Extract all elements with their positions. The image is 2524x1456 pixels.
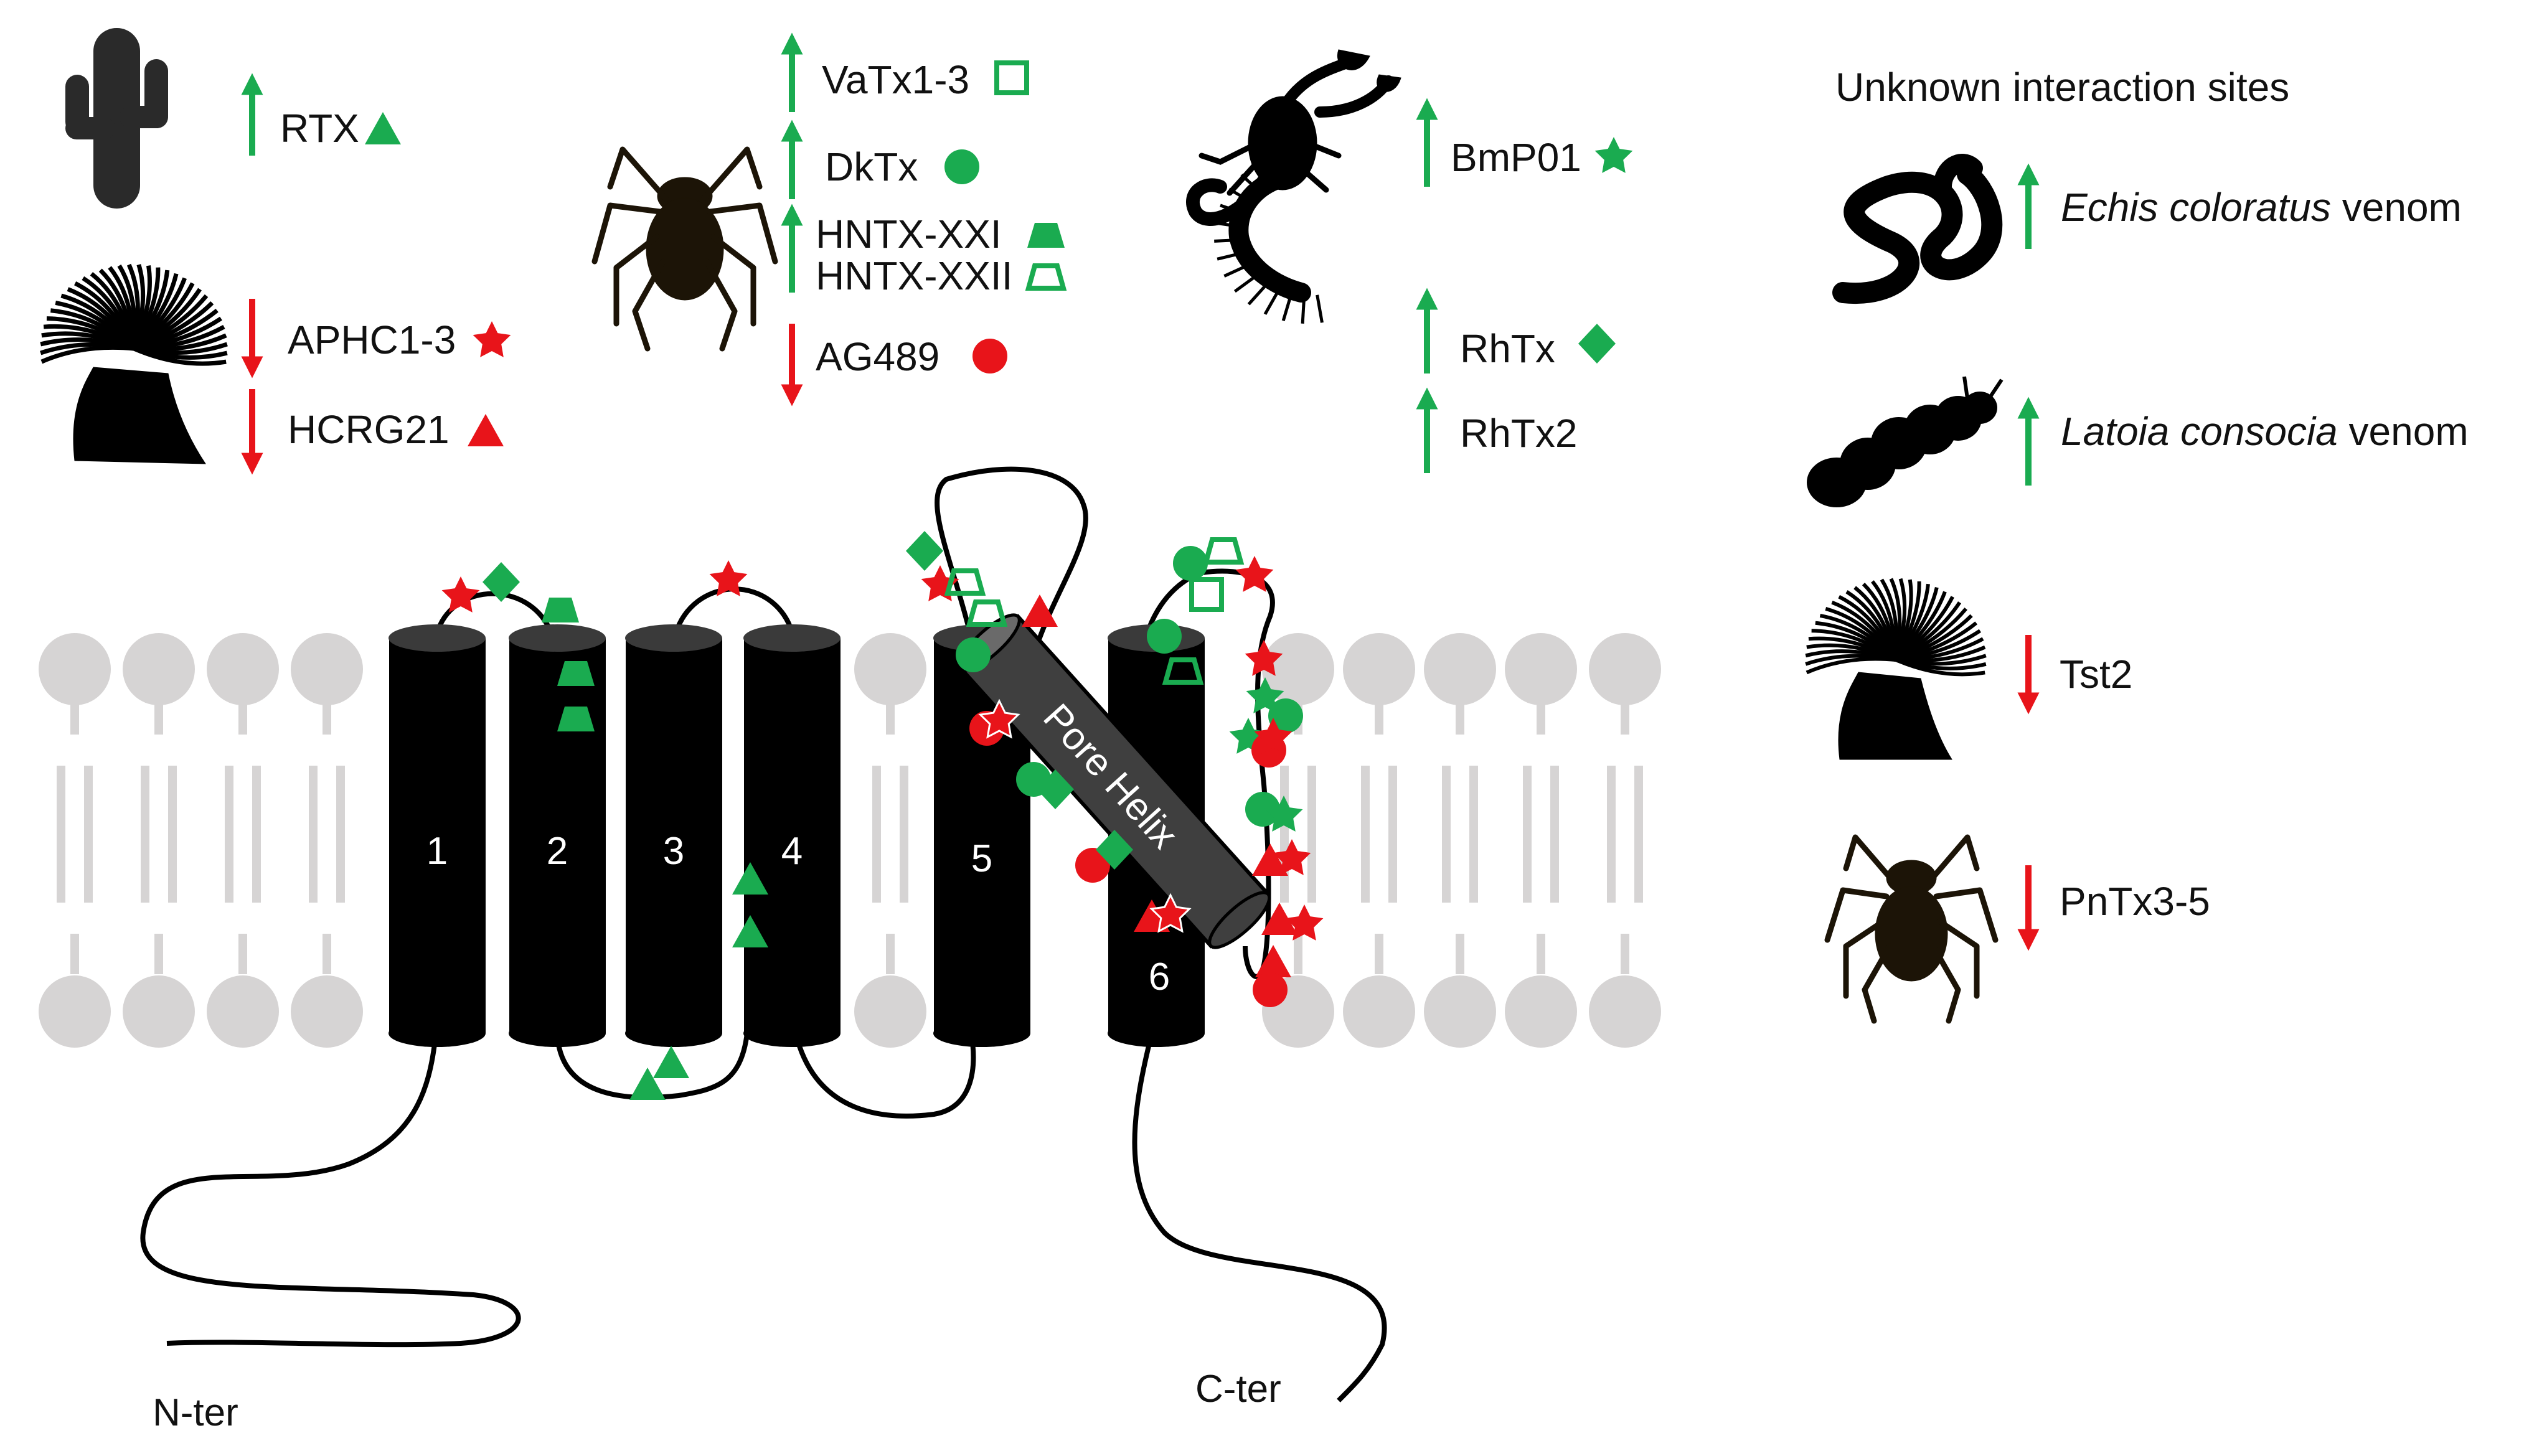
marker-trapezoid-green	[1027, 223, 1065, 248]
lipid-bilayer	[39, 633, 1661, 1048]
site-hntx-xxii	[948, 571, 982, 593]
unknown-item-latoia: Latoia consocia venom	[2061, 409, 2469, 454]
unknown-sites-panel: Unknown interaction sites Echis coloratu…	[1805, 65, 2469, 1024]
site-rtx-triangle	[653, 1046, 689, 1078]
sea-anemone-icon	[1805, 578, 1987, 760]
segment-4-label: 4	[781, 830, 803, 873]
loop-s5-pore	[935, 466, 1088, 642]
spider-icon	[1824, 834, 1999, 1024]
site-vatx-square	[1192, 580, 1222, 609]
segment-3: 3	[625, 624, 722, 1047]
segment-6-label: 6	[1149, 956, 1170, 998]
legend-vatx-label: VaTx1-3	[822, 57, 969, 102]
segment-5-label: 5	[971, 837, 992, 880]
segment-1-label: 1	[426, 830, 448, 873]
transmembrane-segments: 1 2 3 4 5 6	[388, 613, 1271, 1047]
legend-rhtx-label: RhTx	[1460, 326, 1555, 371]
legend-bmp01-label: BmP01	[1451, 135, 1581, 180]
snake-icon	[1832, 154, 2003, 304]
lipid-molecule	[39, 633, 111, 1048]
legend-hcrg21-label: HCRG21	[288, 407, 450, 452]
legend-aphc-label: APHC1-3	[288, 317, 456, 362]
lipid-molecule	[1262, 633, 1334, 1048]
site-hntx-xxi	[542, 598, 579, 622]
legend-ag489-label: AG489	[816, 334, 939, 379]
segment-2-label: 2	[547, 830, 568, 873]
legend-entries: RTX APHC1-3 HCRG21 VaTx1-3 DkTx HNTX-XXI…	[241, 32, 1633, 475]
site-hcrg21-triangle	[1255, 945, 1291, 977]
spider-icon	[591, 146, 778, 352]
lipid-molecule	[854, 633, 926, 1048]
scorpion-icon	[1186, 49, 1401, 226]
c-terminus-label: C-ter	[1195, 1368, 1281, 1411]
loop-s2-s3	[555, 1033, 750, 1101]
segment-2: 2	[509, 624, 606, 1047]
unknown-item-echis: Echis coloratus venom	[2061, 185, 2462, 230]
caterpillar-icon	[1807, 376, 2004, 507]
n-terminus-label: N-ter	[153, 1391, 238, 1434]
legend-rtx-label: RTX	[280, 106, 359, 151]
marker-diamond-green	[1578, 324, 1616, 364]
lipid-molecule	[1424, 633, 1496, 1048]
n-terminus-chain	[140, 1033, 521, 1348]
lipid-molecule	[1343, 633, 1415, 1048]
lipid-molecule	[123, 633, 195, 1048]
marker-circle-red	[972, 339, 1007, 373]
loop-s1-s2	[433, 591, 555, 639]
site-aphc-star	[1285, 904, 1324, 941]
cactus-icon	[65, 28, 168, 209]
sea-anemone-icon	[40, 263, 228, 464]
legend-dktx-label: DkTx	[825, 144, 918, 189]
legend-hntx-xxi-label: HNTX-XXI	[816, 212, 1002, 256]
marker-triangle-red	[468, 414, 504, 446]
lipid-molecule	[1589, 633, 1661, 1048]
c-terminus-chain	[1132, 1033, 1387, 1402]
lipid-molecule	[207, 633, 279, 1048]
unknown-item-tst2: Tst2	[2060, 652, 2132, 697]
site-ag489-circle	[1253, 972, 1288, 1007]
site-rhtx-diamond	[906, 531, 943, 571]
marker-star-red	[473, 321, 511, 357]
loop-s4-s5	[793, 1033, 976, 1119]
segment-1: 1	[388, 624, 486, 1047]
marker-square-open-green	[997, 63, 1027, 93]
site-hntx-xxii	[1206, 540, 1241, 562]
marker-circle-green	[944, 149, 979, 184]
site-dktx-circle	[956, 637, 991, 672]
site-aphc-star	[441, 576, 480, 613]
marker-star-green	[1594, 137, 1633, 173]
segment-4: 4	[743, 624, 841, 1047]
unknown-item-pntx: PnTx3-5	[2060, 879, 2210, 924]
marker-trapezoid-open-green	[1029, 266, 1063, 288]
legend-rhtx2-label: RhTx2	[1460, 411, 1578, 456]
lipid-molecule	[291, 633, 363, 1048]
centipede-icon	[1214, 150, 1324, 324]
unknown-sites-heading: Unknown interaction sites	[1835, 65, 2289, 110]
site-dktx-circle	[1147, 619, 1182, 654]
legend-hntx-xxii-label: HNTX-XXII	[816, 253, 1012, 298]
segment-3-label: 3	[663, 830, 684, 873]
lipid-molecule	[1505, 633, 1577, 1048]
marker-triangle-green	[365, 112, 401, 144]
site-dktx-circle	[1173, 546, 1208, 581]
